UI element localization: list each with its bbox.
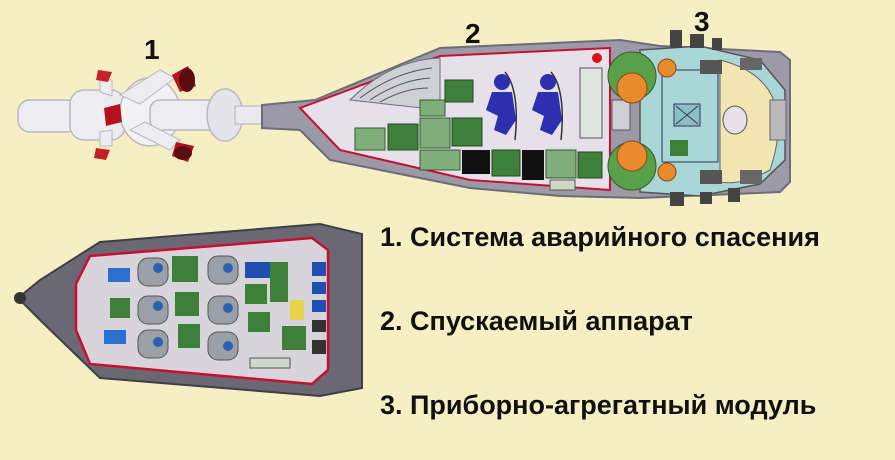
legend-item-instrument-module: 3. Приборно-агрегатный модуль bbox=[380, 390, 817, 420]
callout-2: 2 bbox=[465, 18, 481, 49]
legend-item-descent-module: 2. Спускаемый аппарат bbox=[380, 306, 693, 336]
interior-panels bbox=[354, 67, 631, 191]
fuel-tanks bbox=[607, 51, 677, 191]
top-view-panels bbox=[104, 256, 326, 369]
callout-1: 1 bbox=[144, 34, 160, 65]
escape-nozzles bbox=[94, 66, 196, 162]
callout-3: 3 bbox=[694, 6, 710, 37]
side-section bbox=[17, 30, 791, 206]
legend-item-escape-system: 1. Система аварийного спасения bbox=[380, 222, 820, 252]
escape-tower bbox=[17, 66, 296, 162]
instrument-module bbox=[607, 30, 787, 206]
seats bbox=[137, 255, 239, 361]
crew-figures bbox=[486, 71, 563, 141]
top-view bbox=[14, 222, 363, 398]
